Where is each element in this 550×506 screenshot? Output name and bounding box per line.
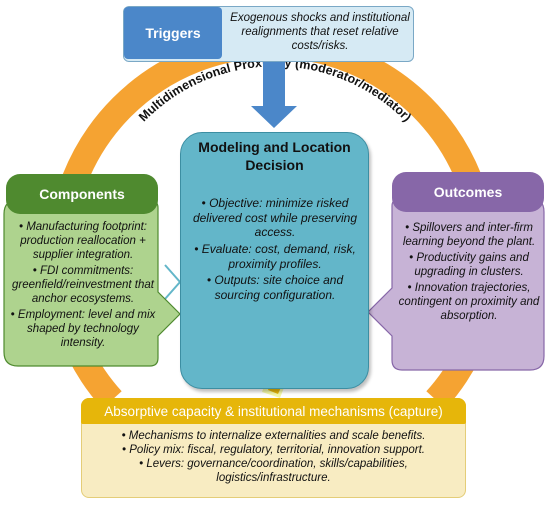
- outcomes-item: • Innovation trajectories, contingent on…: [398, 282, 540, 323]
- absorptive-list: • Mechanisms to internalize externalitie…: [88, 429, 459, 485]
- components-item: • FDI commitments: greenfield/reinvestme…: [12, 265, 154, 306]
- absorptive-title: Absorptive capacity & institutional mech…: [81, 398, 466, 424]
- modeling-item: • Evaluate: cost, demand, risk, proximit…: [194, 241, 356, 271]
- modeling-box: [180, 132, 369, 389]
- modeling-list: • Objective: minimize risked delivered c…: [184, 196, 366, 304]
- modeling-title: Modeling and Location Decision: [198, 139, 351, 174]
- components-body: [3, 199, 181, 367]
- outcomes-item: • Spillovers and inter-firm learning bey…: [402, 222, 536, 249]
- components-to-modeling-arrow: [164, 264, 182, 300]
- triggers-down-arrow: [251, 60, 297, 128]
- absorptive-item: • Policy mix: fiscal, regulatory, territ…: [122, 444, 425, 457]
- outcomes-item: • Productivity gains and upgrading in cl…: [409, 252, 529, 279]
- absorptive-item: • Levers: governance/coordination, skill…: [139, 458, 408, 485]
- modeling-item: • Objective: minimize risked delivered c…: [192, 196, 358, 240]
- outcomes-body: [367, 197, 545, 371]
- components-item: • Employment: level and mix shaped by te…: [10, 309, 156, 350]
- components-list: • Manufacturing footprint: production re…: [4, 220, 162, 352]
- components-item: • Manufacturing footprint: production re…: [18, 221, 148, 262]
- absorptive-item: • Mechanisms to internalize externalitie…: [121, 430, 426, 442]
- outcomes-title: Outcomes: [392, 172, 544, 212]
- outcomes-list: • Spillovers and inter-firm learning bey…: [394, 221, 544, 325]
- triggers-description: Exogenous shocks and institutional reali…: [230, 12, 410, 53]
- triggers-label: Triggers: [124, 7, 222, 59]
- components-title: Components: [6, 174, 158, 214]
- modeling-item: • Outputs: site choice and sourcing conf…: [206, 273, 344, 302]
